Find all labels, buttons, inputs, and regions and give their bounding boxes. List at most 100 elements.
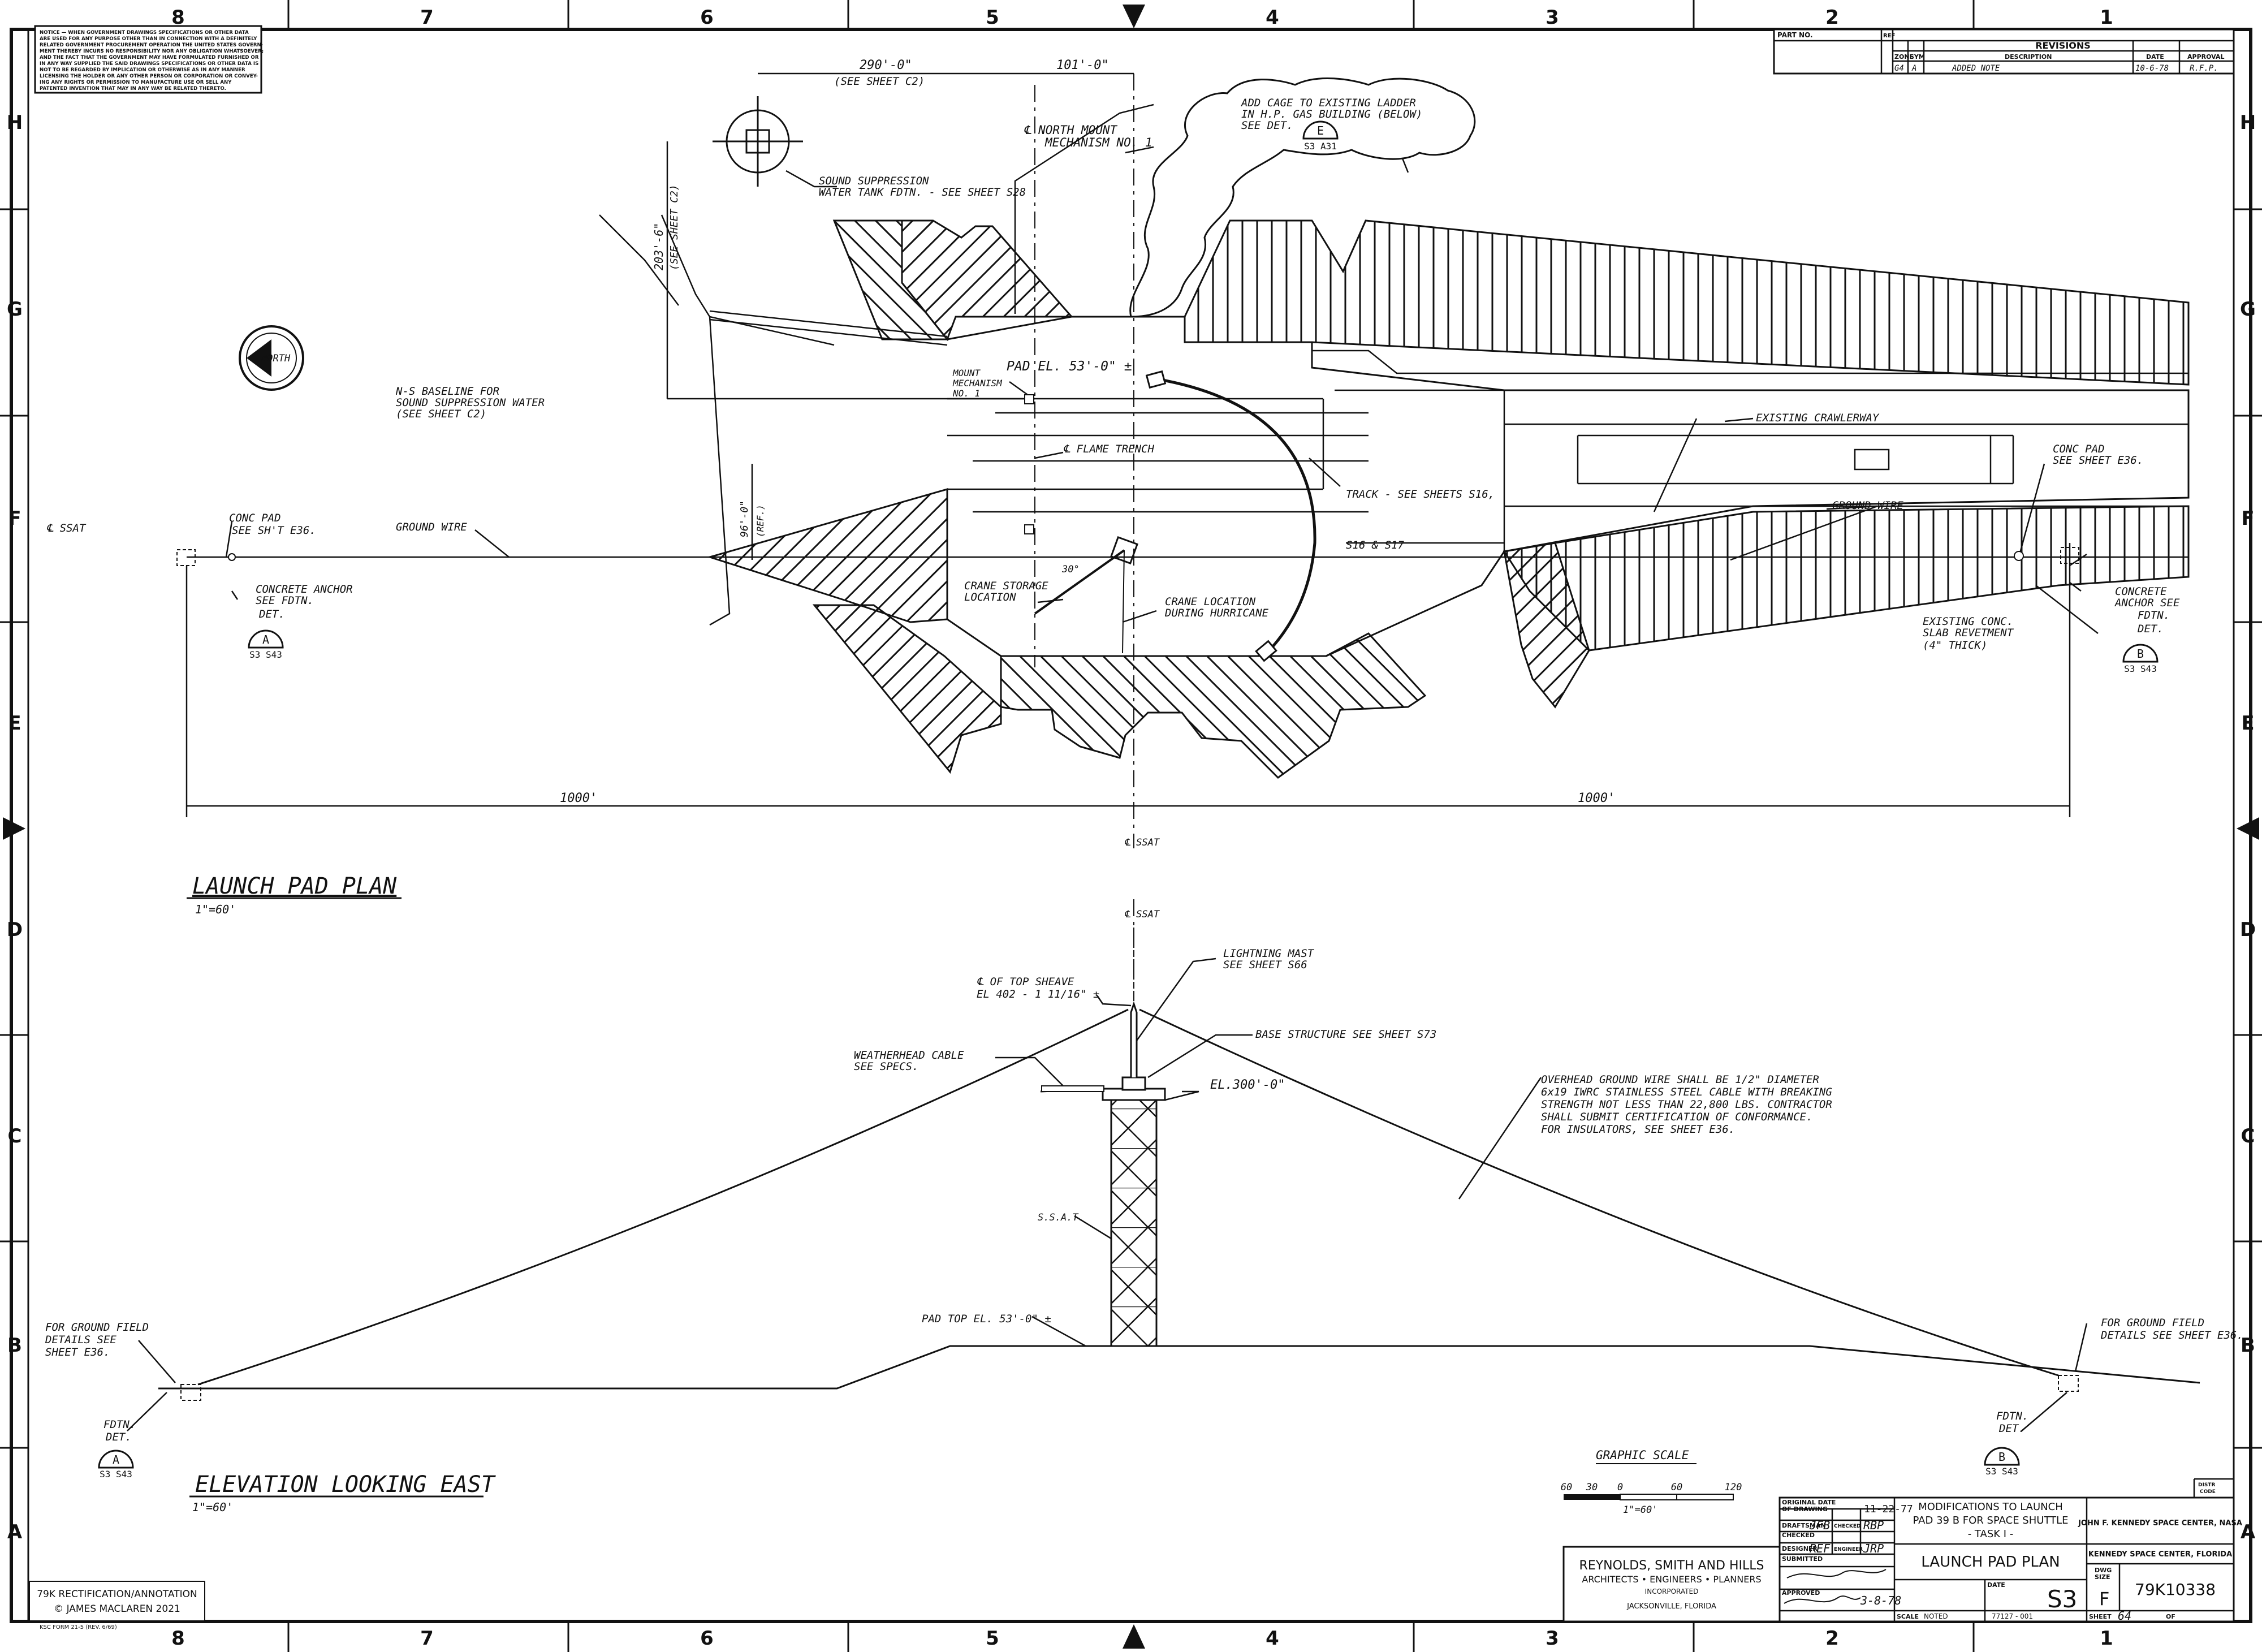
row-label-c-left: C xyxy=(8,1125,22,1148)
revision-cloud xyxy=(1129,77,1476,318)
ground-wire-east xyxy=(1139,1008,2059,1377)
el-300: EL.300'-0" xyxy=(1210,1078,1285,1092)
sound-suppression-2: WATER TANK FDTN. - SEE SHEET S28 xyxy=(819,186,1026,199)
rev-header-description: DESCRIPTION xyxy=(2005,53,2052,61)
ground-wire-note-5: FOR INSULATORS, SEE SHEET E36. xyxy=(1541,1123,1735,1136)
rectification-line-1: 79K RECTIFICATION/ANNOTATION xyxy=(37,1589,197,1600)
form-number: KSC FORM 21-5 (REV. 6/69) xyxy=(40,1624,117,1631)
fdtn-right-2: DET. xyxy=(1998,1422,2025,1435)
scale-value: NOTED xyxy=(1924,1612,1948,1620)
dim-203-see-sheet: (SEE SHEET C2) xyxy=(668,184,680,270)
detail-e-letter: E xyxy=(1317,124,1324,137)
column-label-2-bottom: 2 xyxy=(1825,1627,1839,1650)
engineer-label: ENGINEER xyxy=(1834,1547,1863,1552)
conc-pad-left-2: SEE SH'T E36. xyxy=(232,524,316,537)
angle-30: 30° xyxy=(1061,564,1080,575)
revetment-1: EXISTING CONC. xyxy=(1923,615,2013,628)
plan-title: LAUNCH PAD PLAN xyxy=(192,873,397,899)
column-label-4-top: 4 xyxy=(1266,6,1279,29)
center-name: JOHN F. KENNEDY SPACE CENTER, NASA xyxy=(2078,1519,2242,1528)
ground-profile xyxy=(158,1345,2200,1390)
hatched-berm-west xyxy=(706,488,948,623)
dim-101: 101'-0" xyxy=(1056,58,1109,72)
original-date-label-1: ORIGINAL DATE xyxy=(1782,1499,1836,1506)
crane-location-2: DURING HURRICANE xyxy=(1164,607,1269,619)
notice-line: IN ANY WAY SUPPLIED THE SAID DRAWINGS SP… xyxy=(40,61,258,67)
detail-callout-b-plan: B S3 S43 xyxy=(2122,644,2159,674)
rev-row-approval: R.F.P. xyxy=(2190,64,2218,73)
launch-pad-plan: NORTH xyxy=(46,58,2190,995)
detail-b-ref: S3 S43 xyxy=(2124,663,2157,674)
conc-pad-left-1: CONC PAD xyxy=(229,512,281,524)
notice-line: ARE USED FOR ANY PURPOSE OTHER THAN IN C… xyxy=(40,36,257,42)
anchor-right-1: CONCRETE xyxy=(2115,585,2167,598)
anchor-left-1: CONCRETE ANCHOR xyxy=(256,583,353,596)
column-label-2-top: 2 xyxy=(1825,6,1839,29)
ground-wire-note-4: SHALL SUBMIT CERTIFICATION OF CONFORMANC… xyxy=(1541,1111,1812,1123)
original-date-value: 11-22-77 xyxy=(1864,1503,1913,1515)
field-left-2: DETAILS SEE xyxy=(45,1334,116,1346)
field-right-2: DETAILS SEE SHEET E36. xyxy=(2100,1329,2243,1342)
designer-value: REF xyxy=(1810,1542,1831,1555)
dwg-size-label-2: SIZE xyxy=(2095,1573,2110,1581)
column-label-6-bottom: 6 xyxy=(700,1627,714,1650)
ssat-top: ℄ SSAT xyxy=(1124,909,1160,920)
row-label-a-right: A xyxy=(2241,1521,2256,1543)
of-label: OF xyxy=(2166,1613,2175,1620)
conc-pad-right-2: SEE SHEET E36. xyxy=(2053,454,2143,467)
row-label-e-right: E xyxy=(2241,712,2254,735)
dim-290: 290'-0" xyxy=(860,58,912,72)
crane-location-1: CRANE LOCATION xyxy=(1165,596,1256,608)
row-label-g-left: G xyxy=(7,298,23,321)
scale-tick: 0 xyxy=(1617,1482,1623,1493)
anchor-right-2: ANCHOR SEE xyxy=(2114,597,2180,609)
plan-scale: 1"=60' xyxy=(195,903,236,916)
firm-disciplines: ARCHITECTS • ENGINEERS • PLANNERS xyxy=(1582,1574,1761,1585)
sheet-code: S3 xyxy=(2047,1585,2077,1613)
baseline-note-2: SOUND SUPPRESSION WATER xyxy=(396,396,545,409)
elevation-title: ELEVATION LOOKING EAST xyxy=(195,1472,497,1498)
mount-mechanism-1: MOUNT xyxy=(952,368,981,378)
ssat-tower-label: S.S.A.T. xyxy=(1038,1212,1084,1223)
revetment-3: (4" THICK) xyxy=(1923,639,1987,652)
scale-tick: 60 xyxy=(1561,1482,1572,1493)
rev-header-zone: ZONE xyxy=(1894,53,1914,61)
crawlerway-label: EXISTING CRAWLERWAY xyxy=(1756,412,1880,424)
cage-note-1: ADD CAGE TO EXISTING LADDER xyxy=(1241,97,1416,109)
part-no-label: PART NO. xyxy=(1777,31,1813,39)
checked-label: CHECKED xyxy=(1834,1524,1860,1529)
north-label: NORTH xyxy=(261,353,291,364)
center-location: KENNEDY SPACE CENTER, FLORIDA xyxy=(2088,1550,2232,1559)
detail-a-letter: A xyxy=(113,1453,119,1466)
weatherhead-2: SEE SPECS. xyxy=(854,1060,918,1073)
ground-wire-note-2: 6x19 IWRC STAINLESS STEEL CABLE WITH BRE… xyxy=(1541,1086,1832,1098)
dim-290-see-sheet: (SEE SHEET C2) xyxy=(834,75,925,88)
anchor-right-3: FDTN. xyxy=(2138,609,2170,622)
crane-storage-2: LOCATION xyxy=(964,591,1016,603)
dim-203: 203'-6" xyxy=(652,223,666,270)
row-label-b-left: B xyxy=(7,1334,22,1357)
rev-row-description: ADDED NOTE xyxy=(1952,64,2000,73)
ssat-tower xyxy=(1110,1099,1158,1347)
ref-label: REF xyxy=(1883,33,1895,39)
checked-value: RBP xyxy=(1863,1519,1884,1532)
detail-callout-b-elev: B S3 S43 xyxy=(1984,1447,2020,1477)
detail-callout-e: E S3 A31 xyxy=(1302,120,1339,152)
dim-1000-right: 1000' xyxy=(1578,791,1615,805)
detail-b-ref: S3 S43 xyxy=(1985,1466,2018,1477)
row-label-g-right: G xyxy=(2240,298,2256,321)
detail-callout-a-elev: A S3 S43 xyxy=(98,1450,134,1480)
fdtn-right-1: FDTN. xyxy=(1996,1410,2028,1422)
track-note-2: S16 & S17 xyxy=(1346,539,1405,551)
cage-note-2: IN H.P. GAS BUILDING (BELOW) xyxy=(1241,108,1422,120)
row-label-h-right: H xyxy=(2240,111,2256,134)
notice-line: ING ANY RIGHTS OR PERMISSION TO MANUFACT… xyxy=(40,80,232,85)
ground-wire-west xyxy=(197,1008,1129,1386)
row-label-b-right: B xyxy=(2241,1334,2255,1357)
row-label-d-right: D xyxy=(2240,918,2256,941)
hatched-berm-east xyxy=(1503,505,2190,652)
hatched-berm-north-west-2 xyxy=(901,219,1074,341)
designer-label: DESIGNER xyxy=(1782,1545,1818,1552)
column-label-1-top: 1 xyxy=(2100,6,2113,29)
lightning-mast-2: SEE SHEET S66 xyxy=(1223,959,1307,971)
